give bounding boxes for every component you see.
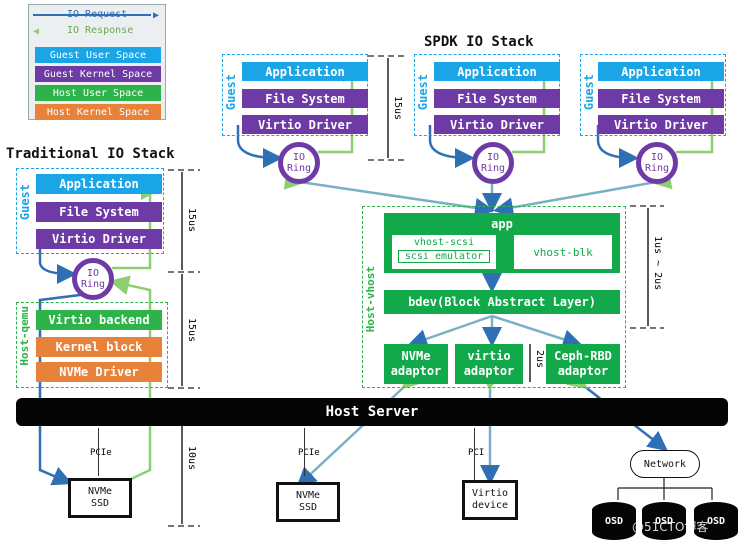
osd-label-3: OSD	[706, 515, 726, 527]
ring3-to-app	[493, 169, 673, 218]
virtio-device: Virtio device	[462, 480, 518, 520]
pci-label: PCI	[468, 448, 485, 458]
host-vhost-label: Host-vhost	[364, 266, 377, 333]
spdk-title: SPDK IO Stack	[424, 34, 534, 50]
network-tree	[617, 476, 713, 500]
spdk2-virtio-driver: Virtio Driver	[434, 115, 560, 134]
pci-link-line	[474, 428, 475, 480]
spdk3-file-system: File System	[598, 89, 724, 108]
network-label: Network	[643, 458, 687, 470]
spdk1-io-ring: IO Ring	[278, 142, 320, 184]
traditional-guest-box	[16, 168, 164, 254]
vhost-scsi-label: vhost-scsi	[413, 237, 475, 248]
host-server-bar: Host Server	[16, 398, 728, 426]
scsi-emulator-label: scsi emulator	[398, 250, 490, 263]
watermark: @51CTO博客	[632, 520, 709, 534]
spdk-time-app: 1us ~ 2us	[652, 236, 663, 291]
osd-label-1: OSD	[604, 515, 624, 527]
spdk2-request-path	[428, 125, 475, 168]
host-vhost-box	[362, 206, 626, 388]
legend-host-user: Host User Space	[35, 85, 161, 101]
trad-virtio-backend: Virtio backend	[36, 310, 162, 330]
nvme-ssd-2: NVMe SSD	[276, 482, 340, 522]
spdk-guest-label-3: Guest	[582, 74, 596, 111]
trad-ring-down	[38, 292, 89, 486]
spdk1-file-system: File System	[242, 89, 368, 108]
legend-guest-user: Guest User Space	[35, 47, 161, 63]
app-label: app	[491, 217, 513, 231]
bdev-to-nvme-adaptor	[407, 314, 493, 349]
legend-host-kernel: Host Kernel Space	[35, 104, 161, 120]
pcie-link-line-1	[98, 428, 99, 476]
ring1-to-app	[283, 169, 495, 218]
trad-time-3: 10us	[186, 446, 197, 471]
vhost-blk-label: vhost-blk	[533, 245, 593, 259]
trad-nvme-driver: NVMe Driver	[36, 362, 162, 382]
spdk2-application: Application	[434, 62, 560, 81]
trad-virtio-driver: Virtio Driver	[36, 229, 162, 249]
trad-file-system: File System	[36, 202, 162, 222]
arrow-right-icon	[33, 14, 151, 16]
spdk1-application: Application	[242, 62, 368, 81]
legend-guest-kernel: Guest Kernel Space	[35, 66, 161, 82]
legend-response: ◀ IO Response	[33, 25, 161, 38]
bdev-block: bdev(Block Abstract Layer)	[384, 290, 620, 314]
traditional-host-box	[16, 302, 168, 388]
traditional-host-label: Host-qemu	[18, 306, 31, 366]
arrow-head-icon: ▶	[152, 10, 159, 21]
pcie-link-line-2	[304, 428, 305, 476]
nvme-adaptor: NVMe adaptor	[384, 344, 448, 384]
trad-io-ring: IO Ring	[72, 258, 114, 300]
trad-time-2: 15us	[186, 318, 197, 343]
vhost-blk-box: vhost-blk	[514, 235, 612, 269]
trad-application: Application	[36, 174, 162, 194]
bdev-to-ceph-adaptor	[491, 314, 583, 349]
osd-disk-3: OSD	[694, 502, 738, 540]
spdk3-virtio-driver: Virtio Driver	[598, 115, 724, 134]
legend-response-label: IO Response	[67, 25, 134, 36]
pcie-label-2: PCIe	[298, 448, 320, 458]
legend-request: IO Request ▶	[33, 9, 161, 22]
trad-request-path	[38, 248, 77, 284]
spdk-time-adaptor: 2us	[534, 350, 545, 369]
spdk-guest-label-2: Guest	[416, 74, 430, 111]
osd-label-2: OSD	[654, 515, 674, 527]
trad-time-1: 15us	[186, 208, 197, 233]
trad-kernel-block: Kernel block	[36, 337, 162, 357]
network-cloud: Network	[630, 450, 700, 478]
spdk3-io-ring: IO Ring	[636, 142, 678, 184]
app-block: app vhost-scsi scsi emulator vhost-blk	[384, 213, 620, 273]
vhost-scsi-box: vhost-scsi scsi emulator	[392, 235, 496, 269]
traditional-title: Traditional IO Stack	[6, 146, 175, 162]
spdk2-io-ring: IO Ring	[472, 142, 514, 184]
spdk-time-guest: 15us	[392, 96, 403, 121]
traditional-guest-label: Guest	[18, 184, 32, 221]
spdk2-file-system: File System	[434, 89, 560, 108]
spdk3-request-path	[596, 125, 639, 168]
arrow-left-icon: ◀	[33, 26, 40, 37]
nvme-ssd-1: NVMe SSD	[68, 478, 132, 518]
legend: IO Request ▶ ◀ IO Response Guest User Sp…	[28, 4, 166, 120]
pcie-label-1: PCIe	[90, 448, 112, 458]
spdk1-virtio-driver: Virtio Driver	[242, 115, 368, 134]
spdk-guest-label-1: Guest	[224, 74, 238, 111]
ceph-rbd-adaptor: Ceph-RBD adaptor	[546, 344, 620, 384]
osd-disk-2: OSD	[642, 502, 686, 540]
virtio-adaptor: virtio adaptor	[455, 344, 523, 384]
spdk3-application: Application	[598, 62, 724, 81]
osd-disk-1: OSD	[592, 502, 636, 540]
spdk1-request-path	[236, 125, 283, 168]
spdk-guest-box-3	[580, 54, 726, 136]
